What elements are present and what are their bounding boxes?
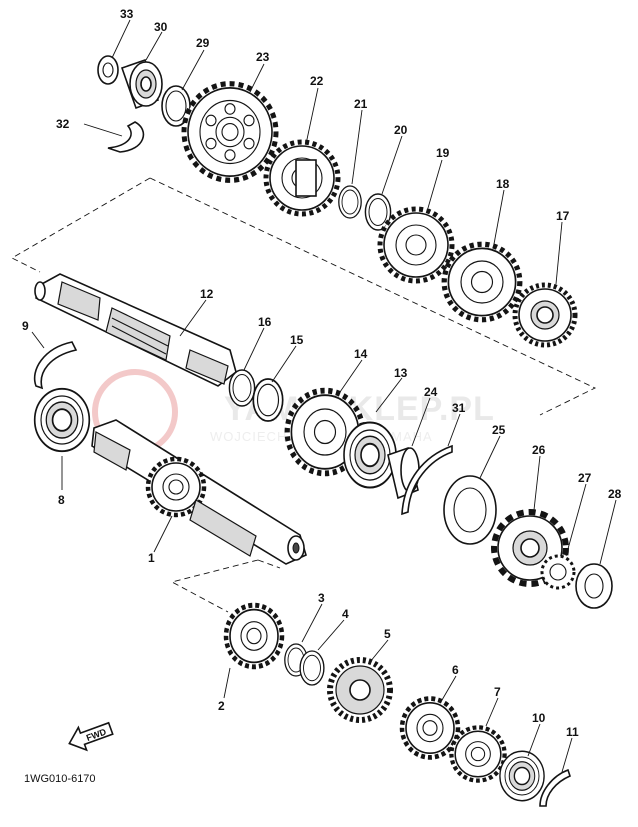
part-8-bearing [33,387,91,453]
part-16-circlip [228,369,256,407]
part-2-gear [226,605,282,667]
part-32-clip [107,121,145,153]
label-part-3: 3 [318,591,325,605]
label-part-9: 9 [22,319,29,333]
label-part-15: 15 [290,333,304,347]
part-17-gear [512,282,578,348]
label-part-13: 13 [394,366,408,380]
label-part-19: 19 [436,146,450,160]
label-part-8: 8 [58,493,65,507]
part-21-washer [338,185,362,219]
part-18-gear [444,244,520,320]
label-part-7: 7 [494,685,501,699]
label-part-10: 10 [532,711,546,725]
leader-lines [31,19,617,773]
part-30-bearing [120,58,163,110]
part-33-washer [97,55,119,85]
lower-assembly-outline [170,559,281,613]
part-31-clip [401,444,453,516]
fwd-arrow-icon: FWD [68,721,114,752]
part-24-collar [387,446,420,500]
label-part-27: 27 [578,471,592,485]
part-11-clip [539,768,571,807]
label-part-16: 16 [258,315,272,329]
label-part-20: 20 [394,123,408,137]
part-1-drive-axle [91,419,307,565]
label-part-5: 5 [384,627,391,641]
label-part-31: 31 [452,401,466,415]
label-part-12: 12 [200,287,214,301]
part-15-washer [252,378,284,422]
part-10-bearing [499,750,545,802]
part-26-sprocket [491,509,569,587]
label-part-17: 17 [556,209,570,223]
label-part-4: 4 [342,607,349,621]
label-part-14: 14 [354,347,368,361]
label-part-33: 33 [120,7,134,21]
label-part-23: 23 [256,50,270,64]
part-6-gear [402,699,458,758]
part-23-gear [184,84,276,181]
label-part-26: 26 [532,443,546,457]
upper-assembly-outline [11,177,597,416]
label-part-2: 2 [218,699,225,713]
part-28-nut [575,563,613,609]
label-part-25: 25 [492,423,506,437]
part-labels: 33 30 32 29 23 22 21 20 19 18 17 12 16 1… [22,7,622,739]
part-25-oil-seal [443,475,497,545]
label-part-29: 29 [196,36,210,50]
label-part-18: 18 [496,177,510,191]
part-19-gear [380,209,452,281]
label-part-32: 32 [56,117,70,131]
label-part-11: 11 [566,725,579,739]
label-part-22: 22 [310,74,324,88]
label-part-30: 30 [154,20,168,34]
label-part-6: 6 [452,663,459,677]
drawing-code: 1WG010-6170 [24,773,96,785]
label-part-1: 1 [148,551,155,565]
part-5-gear [327,657,393,723]
part-22-gear [266,142,338,214]
part-7-gear [451,727,504,780]
part-9-clip [33,341,78,390]
label-part-21: 21 [354,97,368,111]
label-part-24: 24 [424,385,438,399]
part-4-circlip [299,650,325,686]
label-part-28: 28 [608,487,622,501]
part-27-lock-washer [540,554,576,590]
